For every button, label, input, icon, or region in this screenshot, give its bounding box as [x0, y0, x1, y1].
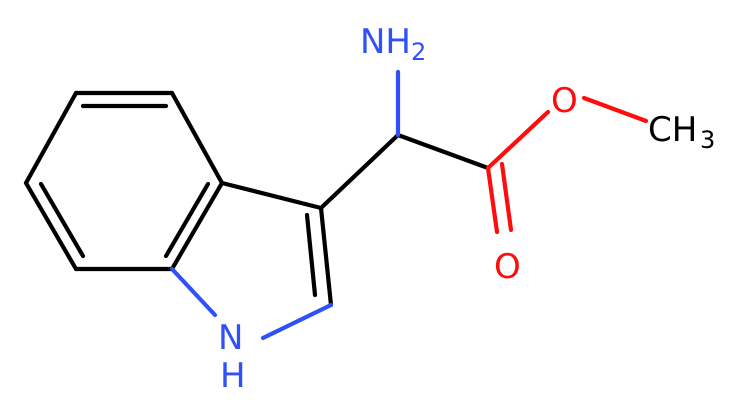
- bond-c3a-c7a: [169, 180, 225, 272]
- carbonyl-oxygen-label: O: [494, 247, 521, 287]
- bond-calpha-ccarbonyl: [395, 132, 491, 171]
- bond-c3a-c7a-inner: [163, 181, 211, 259]
- indole-nitrogen-label: N: [218, 318, 243, 358]
- amine-label: NH: [360, 22, 411, 62]
- bond-c3a-c3: [219, 180, 324, 211]
- bond-c7-c6: [23, 180, 79, 272]
- bond-c2-n1: [260, 302, 334, 341]
- ester-oxygen-label: O: [551, 81, 578, 121]
- bond-c3-calpha: [318, 132, 401, 211]
- bond-c6-c4: [23, 90, 79, 186]
- methyl-subscript: 3: [700, 126, 715, 154]
- bond-n1-c7a: [169, 266, 218, 318]
- bond-carbonyl-double-b: [499, 161, 514, 233]
- bond-c3-c2-inner: [304, 212, 318, 298]
- side-chain: [318, 69, 649, 235]
- atom-methyl: CH 3: [648, 110, 715, 154]
- amine-subscript: 2: [411, 38, 426, 66]
- pyrrole-ring: [169, 180, 334, 341]
- atom-carbonyl-oxygen: O: [494, 247, 521, 287]
- bond-o-methyl: [581, 95, 649, 124]
- benzene-ring: [23, 90, 225, 272]
- bond-c5a-c3a: [169, 90, 225, 186]
- methyl-label: CH: [648, 110, 697, 150]
- bond-c7-c6-inner: [38, 181, 86, 259]
- atom-indole-nitrogen: N H: [218, 318, 246, 396]
- bond-carbonyl-double-a: [485, 165, 500, 235]
- atom-amine: NH 2: [360, 22, 426, 66]
- indole-hydrogen-label: H: [220, 356, 246, 396]
- bond-c3-c2: [318, 205, 334, 308]
- bond-ccarbonyl-o-ester: [485, 109, 551, 171]
- atom-ester-oxygen: O: [551, 81, 578, 121]
